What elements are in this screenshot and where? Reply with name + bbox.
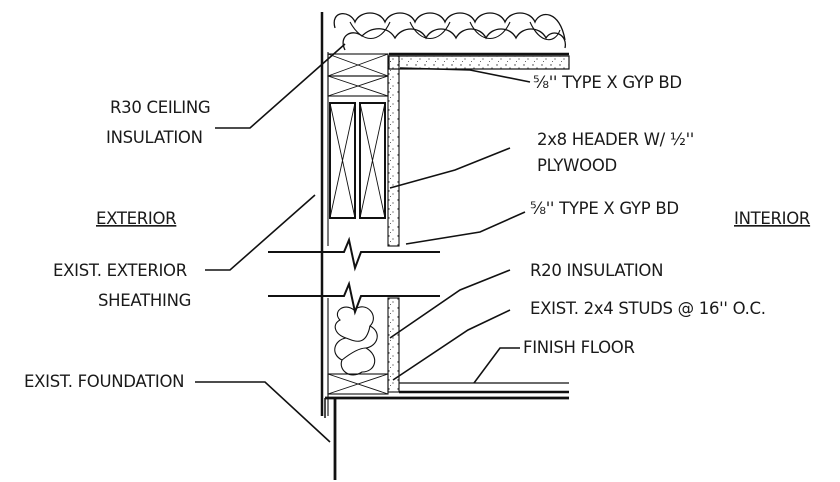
label-gyp-bd-top: ⅝'' TYPE X GYP BD	[533, 73, 682, 92]
label-header: 2x8 HEADER W/ ½''	[537, 130, 694, 149]
wall-insulation-batt	[334, 306, 378, 376]
ceiling-gypsum-board	[388, 52, 570, 70]
break-lines	[268, 236, 440, 316]
label-sheathing: SHEATHING	[98, 291, 191, 310]
label-r20-insulation: R20 INSULATION	[530, 261, 663, 280]
label-r30-ceiling: R30 CEILING	[110, 98, 210, 117]
top-plates	[327, 53, 389, 97]
label-exist-studs: EXIST. 2x4 STUDS @ 16'' O.C.	[530, 299, 766, 318]
label-gyp-bd-mid: ⅝'' TYPE X GYP BD	[530, 199, 679, 218]
label-interior: INTERIOR	[734, 209, 810, 228]
label-exist-exterior: EXIST. EXTERIOR	[53, 261, 187, 280]
bottom-plate	[327, 373, 389, 395]
floor-and-foundation	[324, 382, 569, 480]
label-exist-foundation: EXIST. FOUNDATION	[24, 372, 184, 391]
label-finish-floor: FINISH FLOOR	[523, 338, 635, 357]
label-r30-insulation: INSULATION	[106, 128, 203, 147]
ceiling-insulation-batt	[333, 12, 566, 51]
header-2x8	[329, 102, 386, 219]
label-plywood: PLYWOOD	[537, 156, 617, 175]
label-exterior: EXTERIOR	[96, 209, 176, 228]
leader-lines	[195, 43, 531, 443]
wall-gypsum-board	[387, 55, 400, 393]
